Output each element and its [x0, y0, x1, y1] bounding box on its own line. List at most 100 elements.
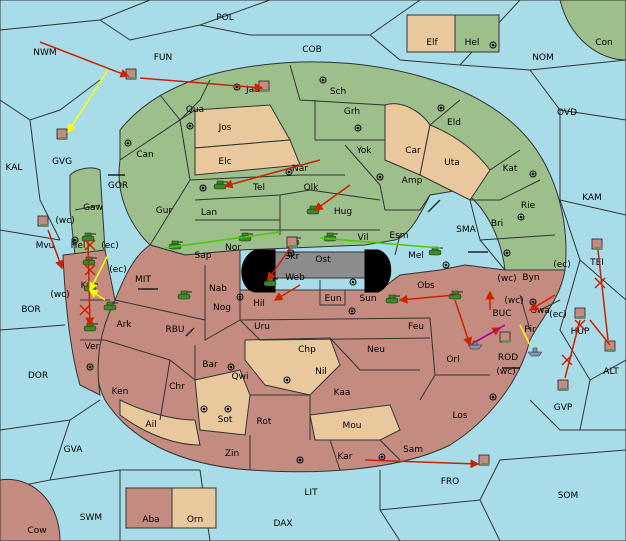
region-label-uru: Uru: [254, 322, 270, 332]
coast-mark: (wc): [55, 216, 74, 226]
coast-mark: (ec): [549, 310, 567, 320]
supply-center-icon: [224, 405, 232, 413]
region-label-lit: LIT: [304, 488, 318, 498]
supply-center-icon: [319, 76, 327, 84]
region-label-orl: Orl: [446, 355, 459, 365]
supply-center-dot: [287, 170, 291, 174]
region-label-can: Can: [136, 150, 154, 160]
fleet-unit-base: [560, 388, 568, 391]
region-sot: [194, 369, 251, 436]
region-label-sot: Sot: [218, 415, 233, 425]
region-label-yok: Yok: [355, 146, 372, 156]
region-label-hil: Hil: [253, 299, 265, 309]
region-label-ost: Ost: [315, 255, 331, 265]
tank-unit-icon[interactable]: [177, 290, 192, 300]
supply-center-icon: [376, 173, 384, 181]
supply-center-dot: [229, 365, 233, 369]
region-label-amp: Amp: [402, 176, 423, 186]
supply-center-dot: [439, 106, 443, 110]
fleet-unit-icon[interactable]: [527, 347, 543, 357]
supply-center-dot: [321, 78, 325, 82]
region-label-zin: Zin: [225, 449, 239, 459]
supply-center-icon: [287, 249, 295, 257]
fleet-unit-base: [59, 137, 67, 140]
supply-center-icon: [186, 122, 194, 130]
supply-center-dot: [88, 365, 92, 369]
region-label-car: Car: [405, 146, 421, 156]
supply-center-dot: [351, 280, 355, 284]
region-label-nwm: NWM: [33, 48, 56, 58]
region-elf: [406, 14, 456, 53]
fleet-unit-base: [607, 349, 615, 352]
region-label-esm: Esm: [389, 231, 408, 241]
region-label-ark: Ark: [116, 320, 132, 330]
region-label-fun: FUN: [154, 53, 173, 63]
region-label-skr: Skr: [285, 252, 300, 262]
region-label-gvp: GVP: [554, 403, 573, 413]
region-label-kam: KAM: [582, 193, 602, 203]
region-mou: [309, 404, 401, 441]
supply-center-dot: [444, 263, 448, 267]
supply-center-icon: [529, 170, 537, 178]
region-label-dor: DOR: [28, 371, 48, 381]
region-label-swm: SWM: [80, 513, 102, 523]
region-label-los: Los: [452, 411, 467, 421]
region-label-sma: SMA: [456, 225, 476, 235]
tank-unit-icon[interactable]: [385, 294, 400, 304]
supply-center-dot: [519, 215, 523, 219]
region-label-kal: KAL: [6, 163, 23, 173]
supply-center-icon: [283, 376, 291, 384]
fleet-unit-base: [261, 89, 269, 92]
tank-unit-icon[interactable]: [81, 232, 96, 242]
supply-center-dot: [298, 458, 302, 462]
region-label-aba: Aba: [142, 515, 159, 525]
region-label-cob: COB: [302, 45, 322, 55]
region-label-feu: Feu: [408, 322, 424, 332]
supply-center-icon: [233, 83, 241, 91]
region-label-elc: Elc: [218, 157, 231, 167]
supply-center-dot: [491, 395, 495, 399]
supply-center-icon: [354, 124, 362, 132]
coast-mark: (wc): [50, 290, 69, 300]
region-label-nil: Nil: [315, 367, 327, 377]
supply-center-dot: [289, 251, 293, 255]
region-label-nor: Nor: [225, 243, 241, 253]
supply-center-dot: [531, 172, 535, 176]
supply-center-icon: [489, 41, 497, 49]
supply-center-dot: [226, 407, 230, 411]
fleet-unit-base: [40, 224, 48, 227]
fleet-unit-base: [594, 247, 602, 250]
supply-center-dot: [531, 300, 535, 304]
region-orn: [171, 487, 217, 529]
coast-mark: (ec): [553, 260, 571, 270]
supply-center-icon: [71, 236, 79, 244]
region-label-gvg: GVG: [52, 157, 72, 167]
supply-center-dot: [188, 124, 192, 128]
region-label-bor: BOR: [21, 305, 40, 315]
supply-center-icon: [199, 184, 207, 192]
region-label-alt: ALT: [603, 367, 619, 377]
region-label-byn: Byn: [522, 273, 539, 283]
region-label-sun: Sun: [359, 294, 376, 304]
region-label-qua: Qua: [186, 105, 204, 115]
region-label-rbu: RBU: [165, 325, 184, 335]
supply-center-icon: [437, 104, 445, 112]
region-label-jad: Jad: [245, 85, 260, 95]
supply-center-icon: [349, 278, 357, 286]
supply-center-dot: [285, 378, 289, 382]
region-label-bri: Bri: [491, 219, 503, 229]
impassable-east: [364, 249, 392, 293]
units[interactable]: [37, 68, 616, 466]
region-label-obs: Obs: [417, 281, 435, 291]
supply-center-icon: [517, 213, 525, 221]
region-label-dax: DAX: [273, 519, 292, 529]
region-label-mit: MIT: [135, 275, 151, 285]
fleet-unit-base: [502, 340, 510, 343]
region-label-orn: Orn: [187, 515, 203, 525]
region-label-sap: Sap: [195, 251, 212, 261]
tank-unit-icon[interactable]: [103, 301, 118, 311]
region-label-hel2: Hel: [465, 38, 480, 48]
